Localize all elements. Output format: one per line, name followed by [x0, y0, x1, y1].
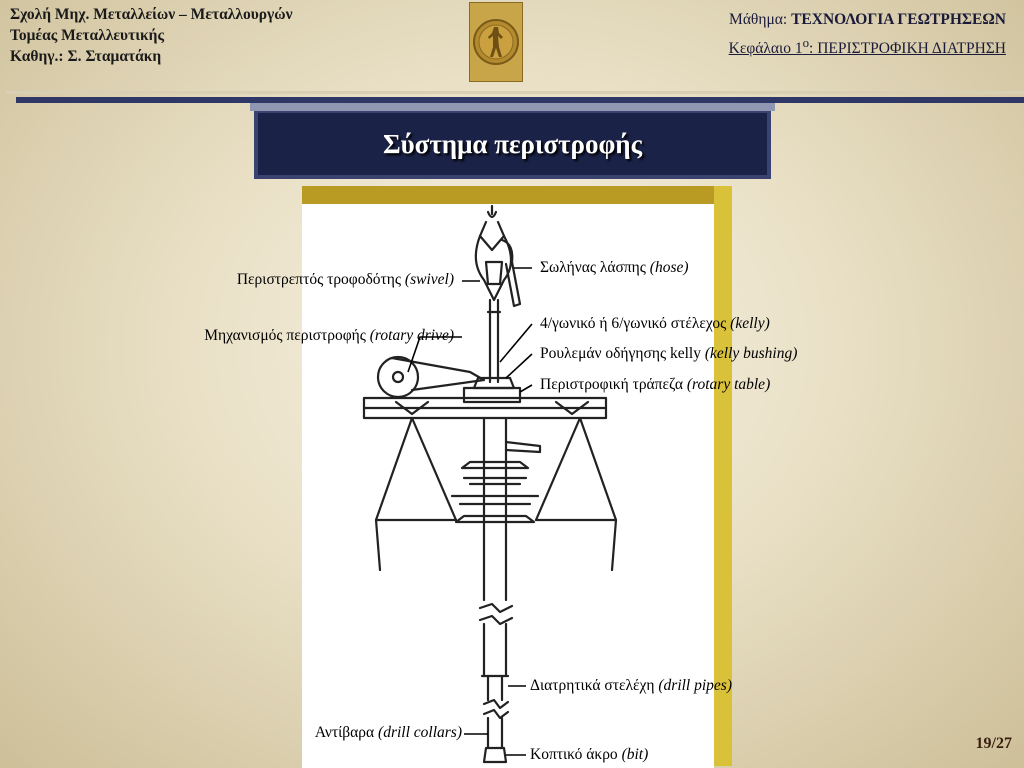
drill-pipe-upper [482, 416, 508, 602]
chapter-line: Κεφάλαιο 1ο: ΠΕΡΙΣΤΡΟΦΙΚΗ ΔΙΑΤΡΗΣΗ [729, 31, 1006, 60]
kelly [488, 298, 500, 384]
header-institution: Σχολή Μηχ. Μεταλλείων – Μεταλλουργών Τομ… [10, 4, 293, 67]
label-rotary-table: Περιστροφική τράπεζα (rotary table) [540, 376, 770, 394]
label-drill-collars-en: (drill collars) [378, 724, 462, 741]
label-hose-gr: Σωλήνας λάσπης [540, 259, 650, 276]
university-seal-logo [469, 2, 523, 82]
label-swivel-en: (swivel) [404, 271, 454, 288]
seal-icon [470, 3, 522, 81]
pointer-rotary-table [519, 384, 533, 393]
label-kelly-gr: 4/γωνικό ή 6/γωνικό στέλεχος [540, 315, 731, 332]
label-rotary-drive-en: (rotary drive) [369, 327, 454, 344]
label-bit: Κοπτικό άκρο (bit) [530, 746, 648, 764]
header-rule-dark [16, 97, 1024, 103]
bop-disc-2 [450, 494, 540, 506]
label-bit-en: (bit) [621, 746, 649, 763]
pointer-lines [407, 267, 533, 756]
drill-bit [482, 746, 508, 764]
course-line: Μάθημα: ΤΕΧΝΟΛΟΓΙΑ ΓΕΩΤΡΗΣΕΩΝ [729, 8, 1006, 31]
swivel-body [484, 260, 504, 286]
label-drill-pipes-en: (drill pipes) [658, 677, 732, 694]
header-rule-light [6, 91, 1024, 94]
label-rotary-drive: Μηχανισμός περιστροφής (rotary drive) [204, 327, 454, 345]
page-number: 19/27 [975, 735, 1012, 752]
bop-disc-3 [454, 514, 536, 524]
side-handle [504, 440, 542, 454]
label-rotary-drive-gr: Μηχανισμός περιστροφής [204, 327, 370, 344]
hook-chain [486, 204, 498, 219]
drill-collars [486, 674, 504, 702]
label-swivel-gr: Περιστρεπτός τροφοδότης [236, 271, 405, 288]
slide-title: Σύστημα περιστροφής [382, 128, 643, 159]
title-bar [250, 103, 775, 179]
rotary-drive-chain [390, 356, 486, 392]
label-drill-pipes: Διατρητικά στελέχη (drill pipes) [530, 677, 732, 695]
label-hose: Σωλήνας λάσπης (hose) [540, 259, 689, 277]
rotary-table [462, 386, 522, 404]
label-kelly-en: (kelly) [730, 315, 770, 332]
department-name: Τομέας Μεταλλευτικής [10, 27, 164, 44]
rig-floor [362, 396, 608, 420]
label-swivel: Περιστρεπτός τροφοδότης (swivel) [237, 271, 454, 289]
label-drill-collars-gr: Αντίβαρα [314, 724, 379, 741]
label-rotary-table-en: (rotary table) [686, 376, 771, 393]
figure-panel [302, 204, 714, 768]
professor-prefix: Καθηγ.: [10, 48, 68, 65]
label-bit-gr: Κοπτικό άκρο [530, 746, 622, 763]
pointer-rotary-drive [407, 336, 462, 373]
label-kelly-bushing-gr: Ρουλεμάν οδήγησης kelly [540, 345, 705, 362]
label-rotary-table-gr: Περιστροφική τράπεζα [540, 376, 687, 393]
course-name: ΤΕΧΝΟΛΟΓΙΑ ΓΕΩΤΡΗΣΕΩΝ [791, 11, 1006, 28]
bop-disc-1 [460, 460, 530, 470]
label-kelly-bushing-en: (kelly bushing) [704, 345, 798, 362]
label-hose-en: (hose) [649, 259, 689, 276]
mud-hose [500, 238, 522, 308]
professor-name: Σ. Σταματάκη [67, 48, 162, 65]
figure-frame-top [302, 186, 732, 204]
professor-line: Καθηγ.: Σ. Σταματάκη [10, 46, 293, 67]
chapter-prefix: Κεφάλαιο 1 [728, 40, 803, 58]
chapter-title: : ΠΕΡΙΣΤΡΟΦΙΚΗ ΔΙΑΤΡΗΣΗ [809, 40, 1006, 58]
label-kelly: 4/γωνικό ή 6/γωνικό στέλεχος (kelly) [540, 315, 770, 333]
label-drill-pipes-gr: Διατρητικά στελέχη [530, 677, 659, 694]
figure-frame-side [714, 186, 732, 766]
label-kelly-bushing: Ρουλεμάν οδήγησης kelly (kelly bushing) [540, 345, 797, 363]
course-prefix: Μάθημα: [729, 11, 792, 28]
school-name: Σχολή Μηχ. Μεταλλείων – Μεταλλουργών [10, 6, 293, 23]
title-bar-bevel [250, 103, 775, 111]
label-drill-collars: Αντίβαρα (drill collars) [315, 724, 462, 742]
hook-link [478, 220, 506, 252]
swivel-bail [474, 234, 513, 302]
chapter-sup: ο [802, 35, 810, 50]
drill-pipe-lower [482, 622, 508, 678]
pointer-kelly-bushing [505, 353, 533, 379]
header-course: Μάθημα: ΤΕΧΝΟΛΟΓΙΑ ΓΕΩΤΡΗΣΕΩΝ Κεφάλαιο 1… [729, 8, 1006, 60]
pointer-kelly [499, 323, 533, 363]
